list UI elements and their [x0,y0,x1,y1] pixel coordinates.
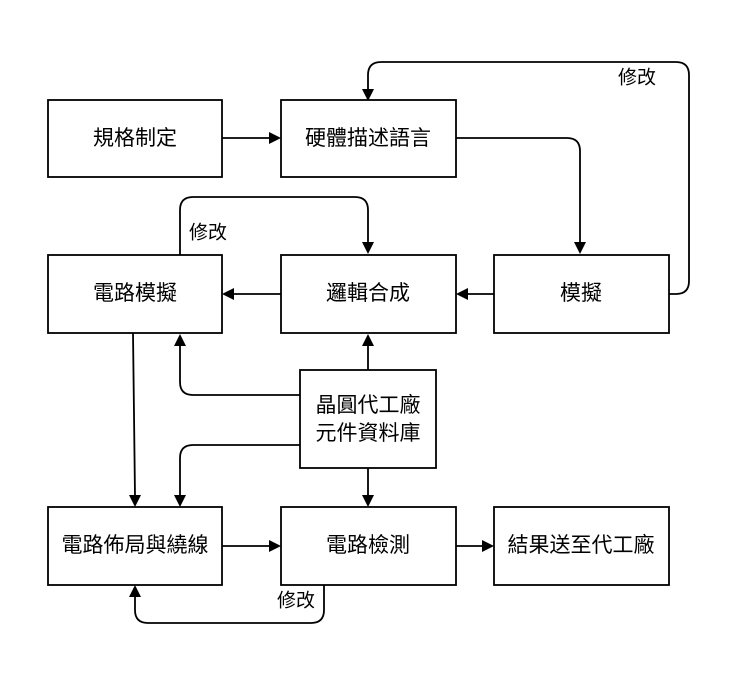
node-send-label: 結果送至代工廠 [508,533,655,557]
node-foundry-library: 晶圓代工廠 元件資料庫 [299,369,437,469]
node-place-route: 電路佈局與繞線 [47,506,223,586]
node-sim-label: 模擬 [560,281,602,305]
edge-circuit-sim-to-place-route [129,332,141,507]
edge-place-route-to-check [222,540,281,552]
edge-foundry-to-place-route [174,444,300,507]
edge-foundry-to-check [362,468,374,507]
node-spec-label: 規格制定 [93,126,177,150]
edge-check-to-place-route-revise [129,585,325,624]
edge-foundry-to-circuit-sim [174,334,300,396]
node-foundry-label-line2: 元件資料庫 [316,421,421,445]
node-spec: 規格制定 [47,99,223,178]
edge-synth-to-circuit-sim [222,288,281,300]
node-foundry-label-line1: 晶圓代工廠 [316,393,421,417]
node-circuit-sim: 電路模擬 [47,254,223,334]
edge-label-revise-synth: 修改 [189,222,227,244]
node-synth-label: 邏輯合成 [326,281,410,305]
edge-label-revise-hdl: 修改 [618,67,656,89]
node-hdl: 硬體描述語言 [280,99,457,178]
node-send: 結果送至代工廠 [493,506,670,586]
node-check-label: 電路檢測 [326,533,410,557]
node-hdl-label: 硬體描述語言 [305,126,431,150]
edge-foundry-to-synth [362,334,374,370]
node-circuit-sim-label: 電路模擬 [93,281,177,305]
node-place-route-label: 電路佈局與繞線 [62,533,209,557]
node-synth: 邏輯合成 [280,254,457,334]
node-check: 電路檢測 [280,506,457,586]
edge-sim-to-hdl-revise [362,61,690,295]
edge-check-to-send [456,540,494,552]
node-sim: 模擬 [493,254,670,334]
edge-hdl-to-sim [456,137,586,254]
edge-label-revise-layout: 修改 [277,590,315,612]
edge-sim-to-synth [456,288,494,300]
edge-circuit-sim-to-synth-revise [179,196,374,255]
edge-spec-to-hdl [222,132,281,144]
